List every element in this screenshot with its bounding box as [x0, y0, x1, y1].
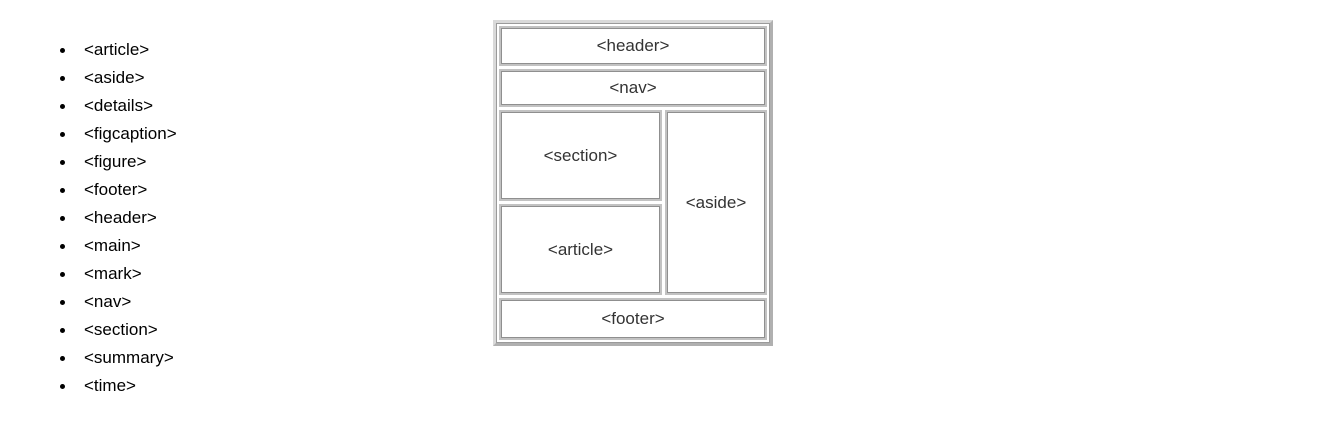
diagram-box-article: <article> [499, 204, 662, 295]
list-item: <nav> [60, 288, 420, 316]
list-item: <article> [60, 36, 420, 64]
list-item: <mark> [60, 260, 420, 288]
diagram-box-footer: <footer> [499, 298, 767, 340]
list-item: <time> [60, 372, 420, 400]
diagram-box-section: <section> [499, 110, 662, 201]
list-item: <figcaption> [60, 120, 420, 148]
list-item: <footer> [60, 176, 420, 204]
list-item: <header> [60, 204, 420, 232]
list-item: <main> [60, 232, 420, 260]
diagram-box-aside: <aside> [665, 110, 767, 295]
diagram-box-header: <header> [499, 26, 767, 66]
list-item: <details> [60, 92, 420, 120]
diagram-box-nav: <nav> [499, 69, 767, 107]
list-item: <figure> [60, 148, 420, 176]
diagram-middle-row: <section> <article> <aside> [499, 110, 767, 295]
page-layout-diagram: <header> <nav> <section> <article> <asid… [493, 20, 773, 346]
semantic-tag-list: <article> <aside> <details> <figcaption>… [40, 36, 420, 400]
list-item: <section> [60, 316, 420, 344]
list-item: <aside> [60, 64, 420, 92]
list-item: <summary> [60, 344, 420, 372]
diagram-left-column: <section> <article> [499, 110, 662, 295]
